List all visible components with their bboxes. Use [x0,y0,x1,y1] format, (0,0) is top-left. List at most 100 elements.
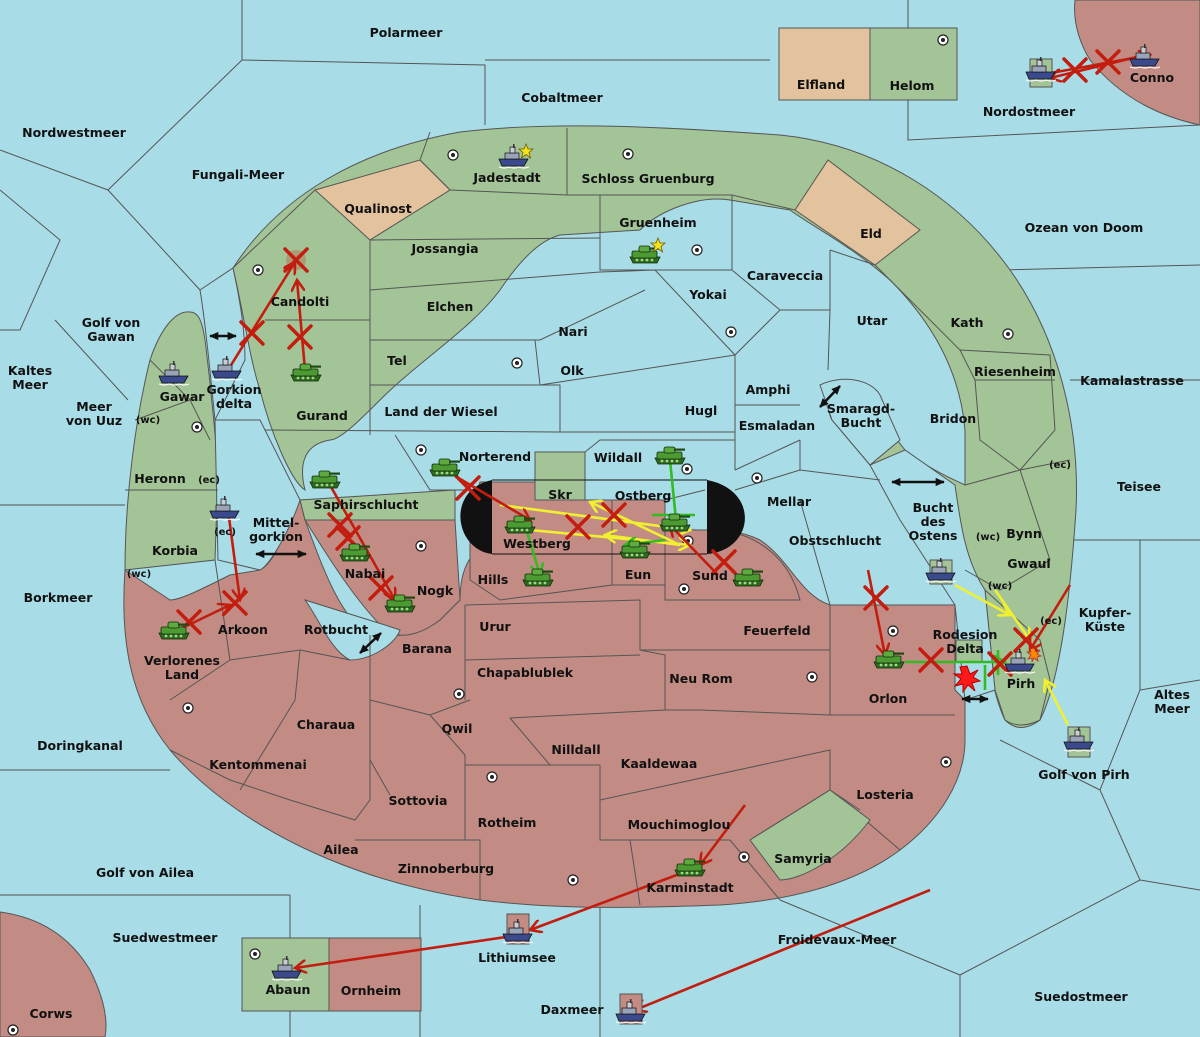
label-wildall: Wildall [594,450,642,465]
label-golf-von-gawan-2: Gawan [87,329,135,344]
label-nabai: Nabai [345,566,386,581]
label-norterend: Norterend [459,449,531,464]
label-jadestadt: Jadestadt [472,170,540,185]
label-golf-von-pirh: Golf von Pirh [1038,767,1129,782]
label-kamalastrasse: Kamalastrasse [1080,373,1184,388]
label-meer-von-uuz-2: von Uuz [66,413,122,428]
dislodged-marker [222,247,309,616]
label-ailea: Ailea [323,842,358,857]
label-ec-gwaul: (ec) [1040,616,1062,627]
label-mittelgorkion-1: Mittel- [253,515,300,530]
label-rotheim: Rotheim [478,815,537,830]
label-polarmeer: Polarmeer [370,25,444,40]
label-helom: Helom [890,78,935,93]
move-arrow [177,55,1150,1010]
label-esmaladan: Esmaladan [739,418,815,433]
label-wc-korbia: (wc) [127,569,151,580]
label-froidevaux-meer: Froidevaux-Meer [778,932,897,947]
label-golf-von-ailea: Golf von Ailea [96,865,194,880]
label-golf-von-gawan-1: Golf von [82,315,141,330]
label-ornheim: Ornheim [341,983,401,998]
label-hugl: Hugl [685,403,718,418]
label-bridon: Bridon [930,411,976,426]
label-kaltes-meer-1: Kaltes [8,363,52,378]
label-eun: Eun [625,567,651,582]
label-sund: Sund [692,568,728,583]
double-arrow-icon [209,331,989,704]
label-yokai: Yokai [688,287,727,302]
label-smaragd-bucht-1: Smaragd- [827,401,895,416]
label-pirh: Pirh [1007,676,1036,691]
label-ec-bridon: (ec) [1049,460,1071,471]
label-obstschlucht: Obstschlucht [789,533,881,548]
label-doringkanal: Doringkanal [37,738,123,753]
label-smaragd-bucht-2: Bucht [841,415,882,430]
region-mittelgorkion[interactable] [214,419,301,571]
label-urur: Urur [479,619,511,634]
region-saphir-top [299,489,456,521]
label-candolti: Candolti [271,294,330,309]
label-wc-gawar: (wc) [136,415,160,426]
label-conno: Conno [1130,70,1175,85]
label-nordostmeer: Nordostmeer [983,104,1076,119]
label-caraveccia: Caraveccia [747,268,823,283]
region-golf-von-gawan-inlet [199,267,246,422]
label-elfland: Elfland [797,77,845,92]
label-abaun: Abaun [266,982,311,997]
region-samyria[interactable] [749,789,871,881]
label-korbia: Korbia [152,543,198,558]
region-corws[interactable] [0,911,107,1037]
label-rodesion-delta-1: Rodesion [933,627,998,642]
label-mellar: Mellar [767,494,812,509]
label-eld: Eld [860,226,882,241]
label-land-der-wiesel: Land der Wiesel [384,404,497,419]
label-ozean-von-doom: Ozean von Doom [1025,220,1144,235]
label-wc-bynn: (wc) [976,532,1000,543]
label-mouchimoglou: Mouchimoglou [628,817,731,832]
region-elfland[interactable] [778,27,871,101]
label-daxmeer: Daxmeer [540,1002,604,1017]
label-karminstadt: Karminstadt [646,880,733,895]
label-bynn: Bynn [1006,526,1041,541]
label-teisee: Teisee [1117,479,1161,494]
label-olk: Olk [560,363,584,378]
label-tel: Tel [387,353,407,368]
label-schloss-gruenburg: Schloss Gruenburg [581,171,714,186]
label-jossangia: Jossangia [410,241,478,256]
label-borkmeer: Borkmeer [24,590,94,605]
label-gwaul: Gwaul [1007,556,1050,571]
region-skr[interactable] [534,451,586,501]
label-bucht-des-ostens-2: des [921,514,946,529]
label-feuerfeld: Feuerfeld [743,623,810,638]
label-wc-gwaul: (wc) [988,581,1012,592]
label-samyria: Samyria [774,851,832,866]
label-saphirschlucht: Saphirschlucht [314,497,419,512]
label-kath: Kath [951,315,984,330]
label-gruenheim: Gruenheim [619,215,696,230]
label-amphi: Amphi [746,382,791,397]
label-gawar: Gawar [160,389,206,404]
label-neu-rom: Neu Rom [669,671,732,686]
region-eld[interactable] [794,159,921,266]
label-kaltes-meer-2: Meer [12,377,48,392]
label-rotbucht: Rotbucht [304,622,368,637]
ship-icon[interactable] [158,43,1161,1025]
label-kentommenai: Kentommenai [209,757,307,772]
label-nogk: Nogk [417,583,454,598]
label-ec-heronn: (ec) [198,475,220,486]
label-qualinost: Qualinost [344,201,411,216]
explosion-icon [952,665,982,694]
label-qwil: Qwil [442,721,473,736]
label-chapablublek: Chapablublek [477,665,574,680]
label-mittelgorkion-2: gorkion [249,529,303,544]
label-bucht-des-ostens-3: Ostens [909,528,958,543]
label-gurand: Gurand [296,408,348,423]
region-ornheim[interactable] [328,937,422,1012]
label-kupfer-kueste-2: Küste [1085,619,1125,634]
label-westberg: Westberg [503,536,571,551]
province-borders [125,128,1071,906]
label-meer-von-uuz-1: Meer [76,399,112,414]
label-gorkion-delta-1: Gorkion [206,382,261,397]
label-gorkion-delta-2: delta [216,396,252,411]
